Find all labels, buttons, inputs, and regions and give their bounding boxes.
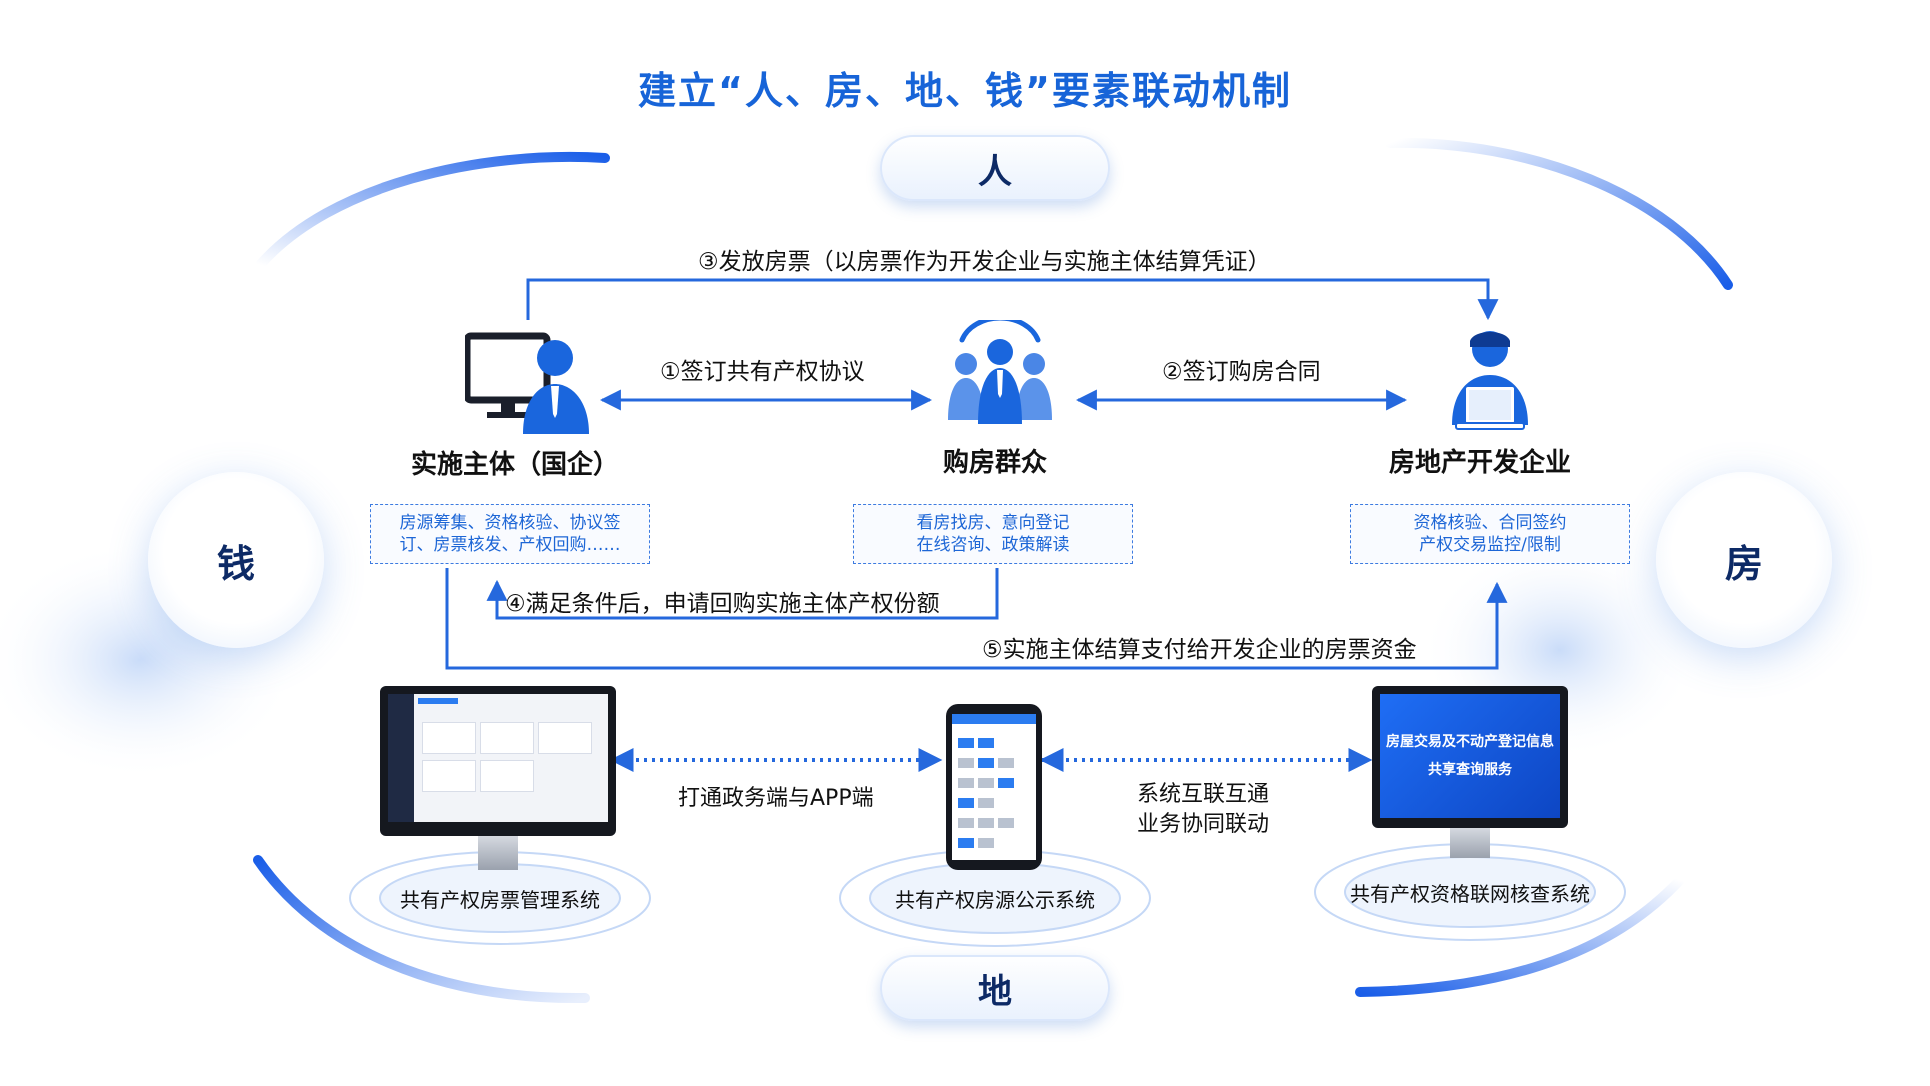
system-3-label: 共有产权资格联网核查系统: [1350, 882, 1590, 906]
flow-2-label: ②签订购房合同: [1162, 359, 1321, 385]
connection-left-label: 打通政务端与APP端: [678, 786, 874, 811]
monitor-screen: [388, 694, 608, 822]
monitor-icon: [380, 686, 616, 836]
system-1-label: 共有产权房票管理系统: [400, 888, 600, 912]
implementer-label: 实施主体（国企）: [410, 450, 619, 480]
flow-5-label: ⑤实施主体结算支付给开发企业的房票资金: [982, 637, 1417, 663]
phone-screen: [952, 714, 1036, 860]
system-2-label: 共有产权房源公示系统: [895, 888, 1095, 912]
buyers-tasks: 看房找房、意向登记在线咨询、政策解读: [853, 504, 1133, 564]
display-monitor-icon: 房屋交易及不动产登记信息 共享查询服务: [1372, 686, 1568, 828]
element-land: 地: [880, 955, 1110, 1021]
element-money: 钱: [148, 472, 324, 648]
element-house: 房: [1656, 472, 1832, 648]
implementer-tasks: 房源筹集、资格核验、协议签订、房票核发、产权回购……: [370, 504, 650, 564]
display-stand: [1450, 828, 1490, 858]
page-title: 建立“人、房、地、钱”要素联动机制: [638, 69, 1292, 113]
screen-text-2: 共享查询服务: [1428, 762, 1512, 778]
phone-icon: [946, 704, 1042, 870]
flow-3-label: ③发放房票（以房票作为开发企业与实施主体结算凭证）: [698, 249, 1271, 275]
developer-tasks: 资格核验、合同签约产权交易监控/限制: [1350, 504, 1630, 564]
connection-right-label: 系统互联互通业务协同联动: [1137, 782, 1270, 837]
monitor-stand: [478, 836, 518, 870]
buyers-label: 购房群众: [942, 448, 1047, 478]
flow-1-label: ①签订共有产权协议: [660, 359, 865, 385]
laptop-person-icon: [1452, 331, 1528, 430]
element-person: 人: [880, 135, 1110, 201]
computer-person-icon: [465, 332, 589, 434]
display-screen: 房屋交易及不动产登记信息 共享查询服务: [1380, 694, 1560, 818]
group-icon: [948, 320, 1052, 424]
screen-text-1: 房屋交易及不动产登记信息: [1386, 734, 1554, 750]
flow-4-label: ④满足条件后，申请回购实施主体产权份额: [505, 591, 940, 617]
developer-label: 房地产开发企业: [1388, 448, 1571, 478]
